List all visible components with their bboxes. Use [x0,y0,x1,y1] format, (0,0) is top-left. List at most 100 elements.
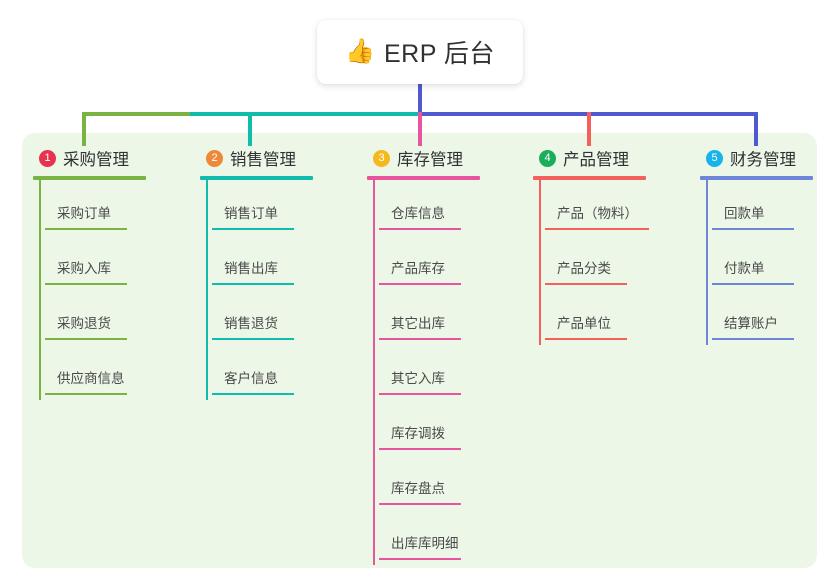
connector-bus-segment-left [82,112,192,116]
list-item-label: 客户信息 [224,370,278,386]
list-item-label: 供应商信息 [57,370,125,386]
column-product: 4 产品管理 产品（物料） 产品分类 产品单位 [533,146,693,345]
list-item[interactable]: 其它出库 [379,290,527,345]
column-title: 财务管理 [730,151,796,169]
list-item-rule [379,447,461,450]
list-item-rule [212,282,294,285]
list-item-label: 其它入库 [391,370,445,386]
list-item[interactable]: 产品单位 [545,290,693,345]
column-header-rule [367,176,480,180]
connector-bus-segment-middle [190,112,420,116]
list-item-label: 其它出库 [391,315,445,331]
connector-drop-1 [82,112,86,146]
column-header-rule [33,176,146,180]
thumbs-up-icon: 👍 [345,38,375,65]
column-spine [206,179,208,400]
column-finance: 5 财务管理 回款单 付款单 结算账户 [700,146,839,345]
list-item-rule [379,337,461,340]
list-item-rule [45,392,127,395]
column-sales: 2 销售管理 销售订单 销售出库 销售退货 客户信息 [200,146,360,400]
list-item[interactable]: 供应商信息 [45,345,193,400]
list-item[interactable]: 回款单 [712,180,839,235]
column-badge: 2 [206,149,223,167]
column-header-rule [700,176,813,180]
list-item[interactable]: 库存调拨 [379,400,527,455]
column-spine [706,179,708,345]
list-item[interactable]: 结算账户 [712,290,839,345]
list-item-label: 产品单位 [557,315,611,331]
column-items: 回款单 付款单 结算账户 [700,179,839,345]
list-item[interactable]: 销售出库 [212,235,360,290]
column-title: 产品管理 [563,151,629,169]
list-item-label: 销售出库 [224,260,278,276]
column-badge: 1 [39,149,56,167]
list-item[interactable]: 销售退货 [212,290,360,345]
list-item[interactable]: 采购入库 [45,235,193,290]
connector-drop-4 [587,112,591,146]
list-item-label: 产品库存 [391,260,445,276]
list-item[interactable]: 出库库明细 [379,510,527,565]
list-item[interactable]: 付款单 [712,235,839,290]
column-spine [539,179,541,345]
list-item-label: 出库库明细 [391,535,459,551]
list-item-label: 仓库信息 [391,205,445,221]
list-item-rule [712,282,794,285]
column-badge: 5 [706,149,723,167]
column-header[interactable]: 1 采购管理 [33,146,193,170]
list-item-rule [545,337,627,340]
root-node-card[interactable]: 👍 ERP 后台 [317,20,523,84]
list-item-rule [379,392,461,395]
list-item[interactable]: 销售订单 [212,180,360,235]
column-header-rule [533,176,646,180]
column-title: 库存管理 [397,151,463,169]
column-items: 采购订单 采购入库 采购退货 供应商信息 [33,179,193,400]
list-item-label: 库存盘点 [391,480,445,496]
list-item[interactable]: 产品库存 [379,235,527,290]
list-item-rule [212,392,294,395]
connector-drop-2 [248,112,252,146]
list-item[interactable]: 仓库信息 [379,180,527,235]
column-header-rule [200,176,313,180]
list-item-label: 销售订单 [224,205,278,221]
list-item-label: 采购订单 [57,205,111,221]
list-item-label: 回款单 [724,205,765,221]
column-title: 采购管理 [63,151,129,169]
list-item-rule [45,337,127,340]
column-inventory: 3 库存管理 仓库信息 产品库存 其它出库 其它入库 库存调拨 库存盘点 [367,146,527,565]
list-item[interactable]: 产品分类 [545,235,693,290]
list-item-rule [45,282,127,285]
list-item-label: 产品分类 [557,260,611,276]
list-item[interactable]: 采购退货 [45,290,193,345]
column-items: 销售订单 销售出库 销售退货 客户信息 [200,179,360,400]
list-item[interactable]: 客户信息 [212,345,360,400]
connector-stem-top [418,84,422,114]
column-header[interactable]: 5 财务管理 [700,146,839,170]
list-item-rule [379,502,461,505]
list-item-label: 采购入库 [57,260,111,276]
connector-drop-3 [418,112,422,146]
column-items: 仓库信息 产品库存 其它出库 其它入库 库存调拨 库存盘点 出库库明细 [367,179,527,565]
list-item-rule [212,227,294,230]
list-item[interactable]: 其它入库 [379,345,527,400]
column-spine [39,179,41,400]
list-item-rule [712,337,794,340]
list-item-label: 销售退货 [224,315,278,331]
column-purchasing: 1 采购管理 采购订单 采购入库 采购退货 供应商信息 [33,146,193,400]
column-title: 销售管理 [230,151,296,169]
column-header[interactable]: 3 库存管理 [367,146,527,170]
page-title: ERP 后台 [383,40,495,68]
list-item-rule [379,227,461,230]
list-item-rule [45,227,127,230]
list-item-rule [545,227,649,230]
list-item-label: 采购退货 [57,315,111,331]
column-badge: 3 [373,149,390,167]
list-item-rule [379,282,461,285]
column-header[interactable]: 4 产品管理 [533,146,693,170]
column-header[interactable]: 2 销售管理 [200,146,360,170]
list-item[interactable]: 库存盘点 [379,455,527,510]
list-item[interactable]: 产品（物料） [545,180,693,235]
list-item[interactable]: 采购订单 [45,180,193,235]
diagram-panel [22,133,817,568]
column-spine [373,179,375,565]
list-item-label: 产品（物料） [557,205,638,221]
